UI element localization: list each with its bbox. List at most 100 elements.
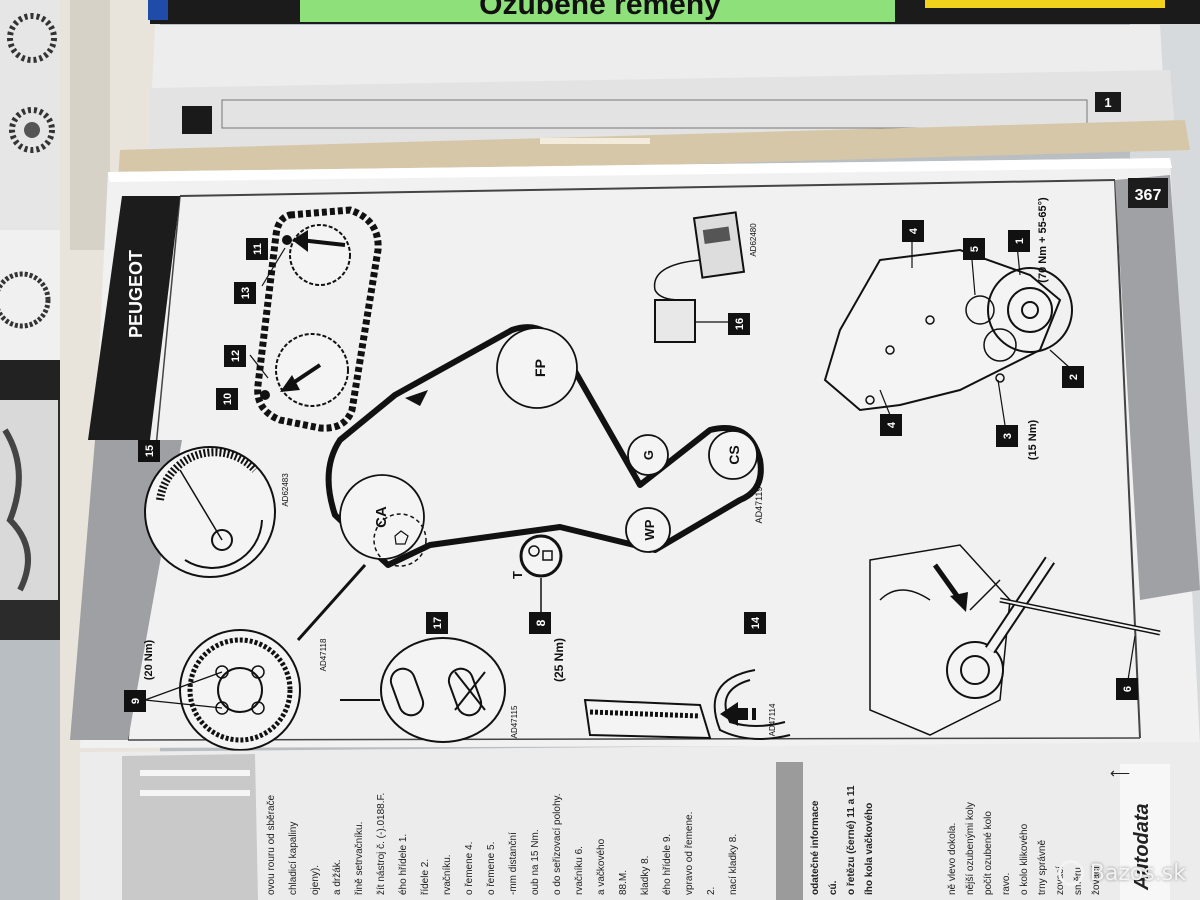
lines-line: o řemene 4. [464,842,475,895]
camshaft-dashed-circle [373,513,427,567]
underlying-pages: 1 [118,25,1190,180]
cover-title: Ozubené řemeny [479,0,721,21]
locking-tool-detail: 6 [869,544,1161,736]
lines-line: rvačníku 6. [574,846,585,895]
lines-line: oub na 15 Nm. [530,829,541,895]
lines-line: 88.M. [618,870,629,895]
left-catalogue-strip [0,0,70,640]
code-16: AD62480 [749,223,758,257]
lines-line: o řemene 5. [486,842,497,895]
detail-9-sprocket: 9 (20 Nm) AD47118 [124,629,328,751]
label-1: 1 [1014,238,1026,244]
engine-cover-detail [823,236,1073,426]
page-number-tab: 367 [1128,178,1168,208]
far_lines-line: žovací [1091,866,1102,895]
watermark: Bazos.sk [1057,860,1186,886]
lines-line: řídele 2. [420,859,431,895]
lines-line: a vačkového [596,838,607,895]
lines-line: ého hřídele 1. [398,834,409,895]
far_lines-line: počít ozubené kolo [983,811,994,895]
label-2: 2 [1068,374,1080,380]
torque-8: (25 Nm) [552,638,566,682]
fuel-pump-pulley [496,327,578,409]
label-cs: CS [726,445,742,464]
far_lines-line: o kolo klikového [1019,823,1030,895]
label-wp: WP [642,519,657,540]
far_lines-line: ně vlevo dokola. [947,823,958,895]
chain-callouts: 11 13 12 10 [216,238,268,410]
page-arrow: ⟵ [1110,765,1130,781]
far_lines-line: nější ozubenými koly [965,802,976,895]
lines-line: vpravo od řemene. [684,812,695,895]
right_lines-line: ího kola vačkového [864,803,875,895]
label-5: 5 [969,246,981,252]
brand-label: PEUGEOT [126,250,146,338]
watermark-text: Bazos.sk [1089,860,1186,886]
lines-line: nací kladky 8. [728,834,739,895]
label-17: 17 [432,617,444,629]
lines-line: chladicí kapaliny [288,822,299,895]
lines-line: řině setrvačníku. [354,822,365,895]
camshaft-pulley [339,474,425,560]
lines-line: ojeny). [310,865,321,895]
label-11: 11 [252,243,264,255]
label-ca: CA [373,506,390,528]
pulley-labels: FP G CS WP CA T AD47119 [373,359,764,579]
label-8: 8 [534,619,548,626]
upper-sprocket [289,224,351,286]
label-16: 16 [734,318,746,330]
code-14: AD47114 [768,703,777,736]
timing-belt-diagram [296,324,764,641]
label-4-top: 4 [908,227,920,234]
code-main: AD47119 [754,487,764,524]
detail-16-gauge: 16 AD62480 [653,211,758,343]
autodata-logo: Autodata [1131,803,1153,891]
label-15: 15 [144,445,156,457]
brand-tab: PEUGEOT [88,196,180,440]
lines-line: kladky 8. [640,856,651,895]
lines-line: žít nástroj č. (-).0188.F. [376,793,387,895]
engine-callouts: 4 5 1 (70 Nm + 55-65°) 2 3 (15 Nm) 4 [880,197,1084,460]
lines-line: a držák. [332,859,343,895]
tensioner-circle-mark [528,545,540,557]
right_lines-line: odatečné informace [810,800,821,895]
label-9: 9 [130,698,142,704]
label-g: G [641,450,656,460]
label-fp: FP [532,359,548,377]
torque-3: (15 Nm) [1027,419,1039,460]
label-6: 6 [1122,686,1134,692]
far_lines-line: ravo. [1001,873,1012,895]
lines-line: o do seřizovací polohy. [552,793,563,895]
lines-line: -mm distanční [508,832,519,895]
label-4-bottom: 4 [886,421,898,428]
timing-belt [325,324,764,568]
label-14: 14 [750,616,762,629]
detail-17-pins: 17 AD47115 [340,612,519,743]
code-15: AD62483 [281,473,290,507]
lines-line: ého hřídele 9. [662,834,673,895]
chain-detail [249,206,382,432]
water-pump-pulley [625,507,671,553]
tensioner-square-mark [542,550,553,561]
tensioner-pulley [519,534,563,578]
lines-line: rvačníku. [442,854,453,895]
right_lines-line: o řetězu (černé) 11 a 11 [846,785,857,895]
code-9: AD47118 [319,638,328,671]
facing-page-right-text: odatečné informace cú. o řetězu (černé) 11… [810,785,875,895]
detail-14-belt-clip: 14 AD47114 [583,612,791,740]
crankshaft-pulley [708,430,758,480]
page-number: 367 [1135,187,1162,204]
page-stack-shadow [70,0,110,250]
label-t: T [510,571,525,579]
callout-8: 8 (25 Nm) [529,578,566,682]
label-3: 3 [1002,433,1014,439]
code-17: AD47115 [510,705,519,738]
page-grey-edge [1115,175,1200,600]
far_lines-line: trny správně [1037,840,1048,895]
idler-pulley-g [627,434,669,476]
label-13: 13 [240,287,252,299]
right_lines-line: cú. [828,880,839,895]
